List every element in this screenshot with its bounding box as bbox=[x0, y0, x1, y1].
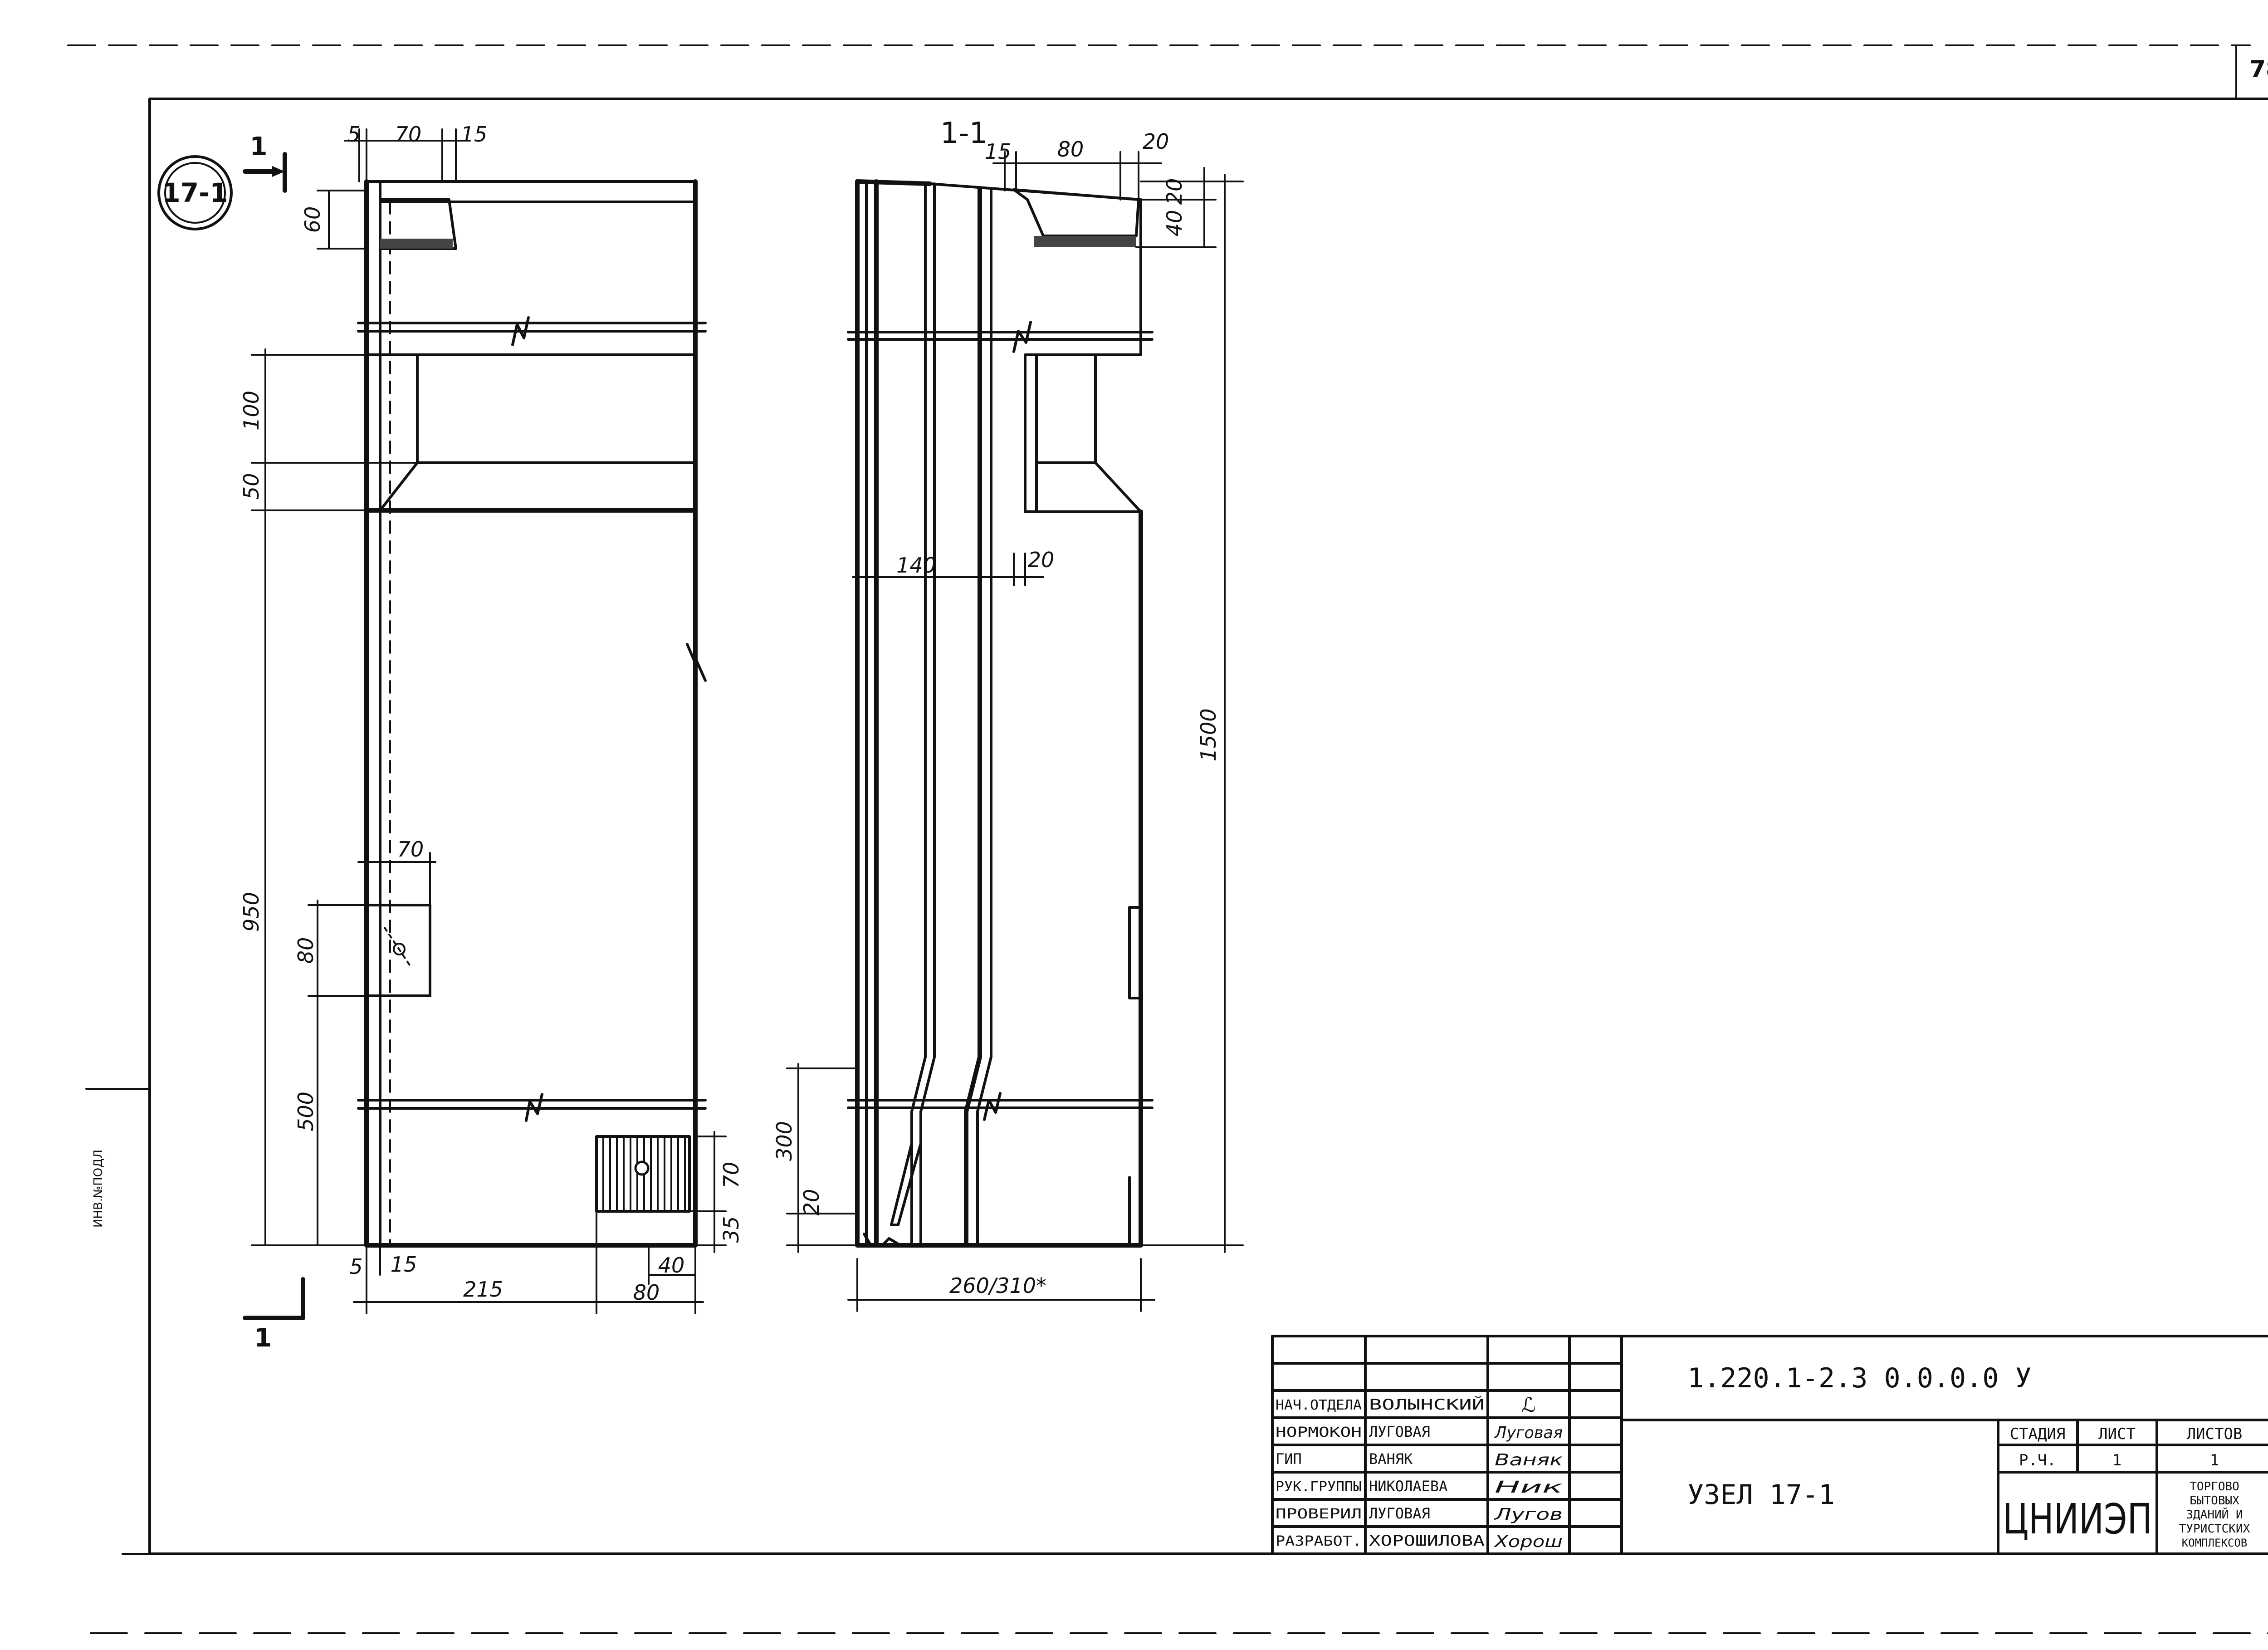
sheet-value: 1 bbox=[2112, 1451, 2121, 1469]
section-dim-overall-1500: 1500 bbox=[1196, 708, 1221, 761]
stage-value: Р.Ч. bbox=[2019, 1451, 2056, 1469]
signer-name: ЛУГОВАЯ bbox=[1369, 1423, 1430, 1440]
front-dim-bottom-5: 5 bbox=[349, 1254, 362, 1279]
signer-role: НОРМОКОН bbox=[1276, 1425, 1362, 1440]
node-callout-label: 17-1 bbox=[162, 177, 228, 208]
front-dim-left-100: 100 bbox=[239, 391, 264, 431]
section-view bbox=[847, 179, 1154, 1248]
signer-name: ЛУГОВАЯ bbox=[1369, 1505, 1430, 1522]
section-dim-top-80: 80 bbox=[1057, 137, 1084, 162]
front-dim-top-70: 70 bbox=[395, 122, 422, 147]
section-mark-bottom: 1 bbox=[254, 1323, 272, 1353]
section-dim-top-20: 20 bbox=[1143, 129, 1169, 154]
signer-name: ВАНЯК bbox=[1369, 1450, 1413, 1468]
section-dim-right-40: 40 bbox=[1162, 210, 1187, 237]
front-dim-left-500: 500 bbox=[293, 1092, 318, 1131]
front-view-dimensions bbox=[251, 128, 727, 1314]
section-dim-bottom: 260/310* bbox=[949, 1273, 1046, 1298]
sheets-header: ЛИСТОВ bbox=[2187, 1425, 2243, 1443]
signer-signature: Лугов bbox=[1493, 1505, 1563, 1524]
org-subtitle-line-3: ЗДАНИЙ И bbox=[2186, 1507, 2243, 1522]
signer-name: ХОРОШИЛОВА bbox=[1369, 1532, 1485, 1549]
front-dim-left-950: 950 bbox=[239, 892, 264, 932]
front-dim-left-50: 50 bbox=[239, 473, 264, 500]
signer-signature: Луговая bbox=[1494, 1424, 1563, 1442]
front-dim-bottom-40: 40 bbox=[658, 1253, 685, 1278]
sheets-value: 1 bbox=[2210, 1451, 2219, 1469]
section-view-dimensions bbox=[786, 151, 1244, 1312]
section-title: 1-1 bbox=[940, 117, 988, 150]
org-subtitle-line-1: ТОРГОВО bbox=[2190, 1480, 2239, 1493]
front-dim-pad-width: 70 bbox=[397, 837, 424, 862]
front-dim-top-15: 15 bbox=[461, 122, 488, 147]
title-block bbox=[1271, 1335, 2268, 1555]
signer-signature: Ваняк bbox=[1495, 1451, 1563, 1469]
sheet-number: 78 bbox=[2249, 56, 2268, 83]
section-dim-mid-20: 20 bbox=[1028, 548, 1055, 572]
org-subtitle-line-4: ТУРИСТСКИХ bbox=[2179, 1522, 2250, 1536]
signer-role: РАЗРАБОТ. bbox=[1276, 1533, 1362, 1549]
front-dim-bottom-15: 15 bbox=[391, 1252, 417, 1277]
stage-header: СТАДИЯ bbox=[2010, 1425, 2066, 1443]
org-subtitle-line-2: БЫТОВЫХ bbox=[2190, 1494, 2239, 1508]
signer-role: НАЧ.ОТДЕЛА bbox=[1276, 1397, 1362, 1413]
front-dim-right-70: 70 bbox=[719, 1162, 743, 1189]
org-name: ЦНИИЭП bbox=[2003, 1495, 2152, 1543]
section-dim-left-300: 300 bbox=[772, 1121, 797, 1161]
section-cut-marks bbox=[243, 152, 305, 1320]
signer-signature: Ник bbox=[1495, 1478, 1563, 1497]
signer-signature: ℒ bbox=[1521, 1394, 1536, 1417]
drawing-name: УЗЕЛ 17-1 bbox=[1687, 1479, 1835, 1511]
signer-role: ГИП bbox=[1276, 1450, 1302, 1468]
node-callout bbox=[157, 155, 233, 230]
front-dim-left-60: 60 bbox=[300, 206, 325, 233]
section-dim-right-20: 20 bbox=[1162, 178, 1187, 205]
signer-role: РУК.ГРУППЫ bbox=[1276, 1479, 1362, 1495]
front-dim-bottom-80: 80 bbox=[633, 1280, 660, 1305]
front-dim-right-35: 35 bbox=[719, 1216, 743, 1243]
front-dim-bottom-215: 215 bbox=[463, 1277, 503, 1302]
section-dim-top-15: 15 bbox=[985, 139, 1012, 164]
front-dim-top-5: 5 bbox=[347, 122, 360, 147]
signers-table: НАЧ.ОТДЕЛА ВОЛЫНСКИЙ ℒ НОРМОКОН ЛУГОВАЯ … bbox=[1276, 1394, 1563, 1551]
signer-role: ПРОВЕРИЛ bbox=[1276, 1506, 1362, 1522]
org-subtitle-line-5: КОМПЛЕКСОВ bbox=[2182, 1537, 2248, 1549]
side-stamp: ИНВ.№ПОДЛ bbox=[92, 1150, 105, 1228]
signer-name: ВОЛЫНСКИЙ bbox=[1369, 1396, 1485, 1413]
section-mark-top: 1 bbox=[250, 132, 268, 162]
section-dim-mid-140: 140 bbox=[896, 553, 936, 578]
signer-signature: Хорош bbox=[1494, 1532, 1563, 1551]
section-dim-left-20: 20 bbox=[799, 1189, 824, 1216]
front-view bbox=[357, 179, 707, 1248]
sheet-header: ЛИСТ bbox=[2098, 1425, 2136, 1443]
signer-name: НИКОЛАЕВА bbox=[1369, 1478, 1447, 1495]
doc-code: 1.220.1-2.3 0.0.0.0 У bbox=[1687, 1362, 2032, 1394]
front-dim-pad-height: 80 bbox=[293, 937, 318, 964]
